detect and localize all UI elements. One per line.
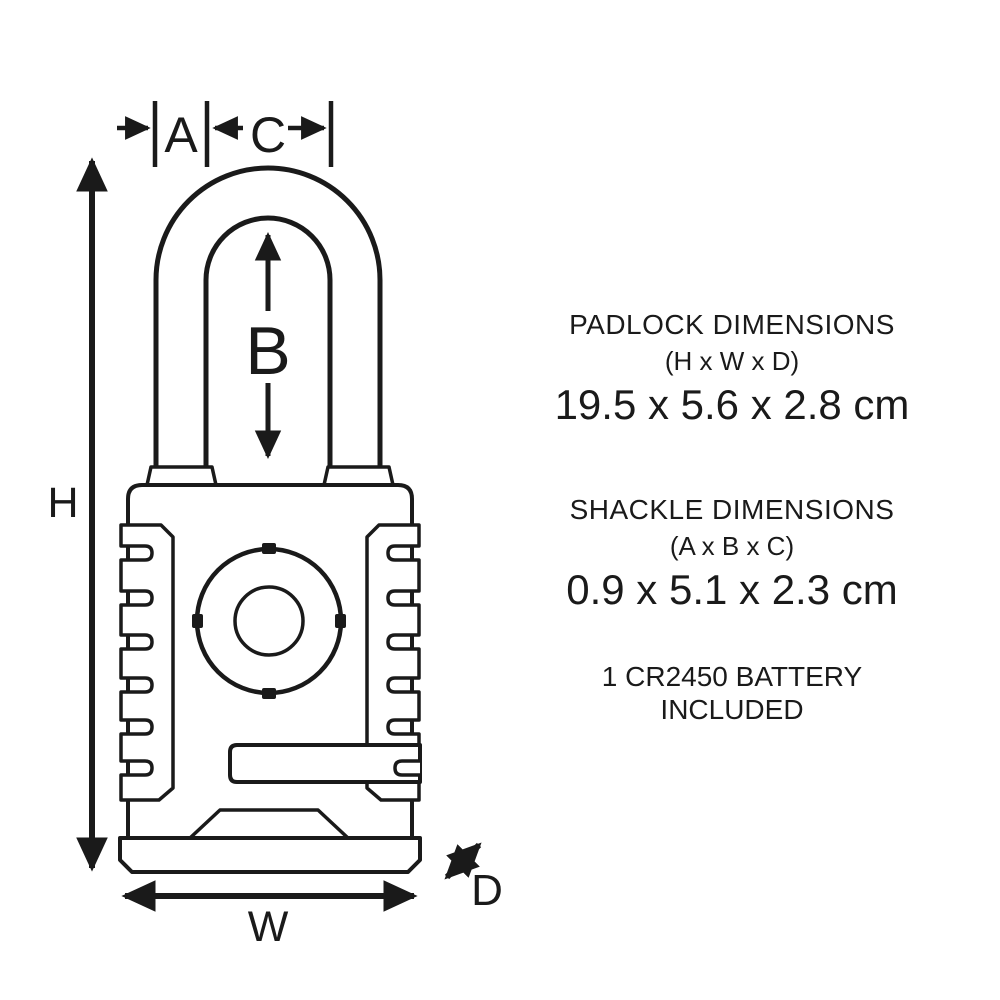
dial-inner-knob: [233, 585, 305, 657]
measurement-annotations: [76, 101, 482, 912]
shackle-dimensions-value: 0.9 x 5.1 x 2.3 cm: [566, 566, 898, 613]
padlock-dimensions-block: PADLOCK DIMENSIONS (H x W x D) 19.5 x 5.…: [532, 308, 932, 429]
shackle-height-label: B: [245, 313, 290, 389]
depth-arrow: [444, 842, 482, 880]
base-bump: [188, 808, 350, 840]
shackle-foot-left: [145, 465, 218, 487]
depth-label: D: [471, 866, 503, 915]
left-bumper-panel: [119, 523, 175, 802]
base-plate: [118, 836, 422, 874]
padlock-outline: [118, 165, 422, 874]
slider-bar-notch: [393, 759, 420, 777]
label-b-backplate: [245, 311, 291, 383]
dial-tick-bottom: [262, 688, 276, 699]
battery-info-line2: INCLUDED: [660, 694, 804, 725]
shackle-width-label: C: [250, 107, 286, 163]
width-label: W: [248, 903, 289, 951]
dial-ticks: [192, 543, 346, 699]
height-label: H: [47, 479, 78, 527]
padlock-dimensions-axes: (H x W x D): [664, 346, 800, 376]
slider-bar: [228, 743, 422, 784]
dial-tick-top: [262, 543, 276, 554]
padlock-dimensions-title: PADLOCK DIMENSIONS: [569, 309, 895, 340]
battery-info-line1: 1 CR2450 BATTERY: [601, 661, 863, 692]
shackle-dimensions-block: SHACKLE DIMENSIONS (A x B x C) 0.9 x 5.1…: [532, 493, 932, 614]
shackle-dimensions-axes: (A x B x C): [669, 531, 795, 561]
dial-tick-right: [335, 614, 346, 628]
shackle-dimensions-title: SHACKLE DIMENSIONS: [569, 494, 895, 525]
shackle-foot-right: [322, 465, 395, 487]
battery-info-block: 1 CR2450 BATTERY INCLUDED: [532, 660, 932, 726]
padlock-dimensions-value: 19.5 x 5.6 x 2.8 cm: [554, 381, 910, 428]
shackle-diameter-label: A: [164, 107, 198, 163]
dial-tick-left: [192, 614, 203, 628]
